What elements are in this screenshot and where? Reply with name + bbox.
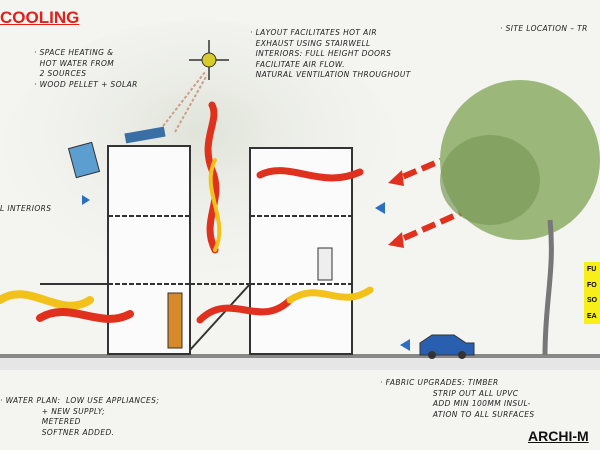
- window: [67, 141, 101, 179]
- side-note-box: FU FO SO EA: [584, 262, 600, 324]
- note-layout: · LAYOUT FACILITATES HOT AIR EXHAUST USI…: [250, 28, 411, 79]
- note-site: · SITE LOCATION – TR: [500, 24, 588, 33]
- blue-arrows: [82, 195, 410, 351]
- note-fabric: · FABRIC UPGRADES: TIMBER STRIP OUT ALL …: [380, 378, 535, 419]
- tree: [440, 80, 600, 356]
- side-note-line: FU: [587, 266, 597, 273]
- logo: ARCHI-M: [528, 428, 589, 444]
- sun-icon: [189, 40, 229, 80]
- note-interiors: L INTERIORS: [0, 204, 52, 213]
- boiler: [167, 292, 183, 349]
- page-title: COOLING: [0, 8, 80, 27]
- car: [419, 334, 475, 359]
- note-water: · WATER PLAN: LOW USE APPLIANCES; + NEW …: [0, 396, 160, 437]
- solar-panel: [124, 126, 166, 144]
- side-note-line: EA: [587, 312, 597, 320]
- side-note-line: SO: [587, 297, 598, 304]
- ground-line: [0, 354, 600, 358]
- note-heating: · SPACE HEATING & HOT WATER FROM 2 SOURC…: [34, 48, 138, 89]
- air-flow-arrows: [0, 101, 374, 324]
- side-note-line: FO: [587, 281, 597, 289]
- fridge: [317, 247, 333, 281]
